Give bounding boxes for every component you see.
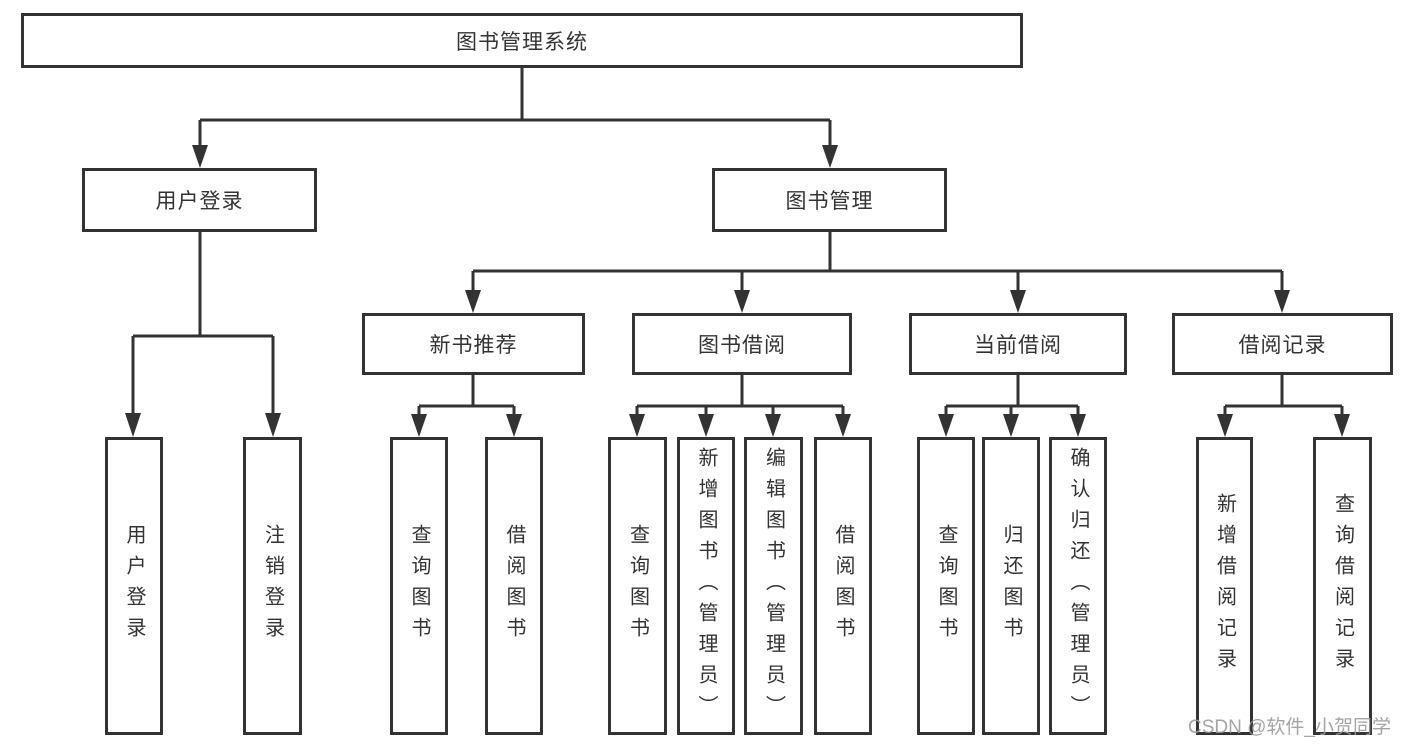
leaf-borrow-books-recommend: 借阅图书 xyxy=(485,437,543,735)
node-borrow-records: 借阅记录 xyxy=(1172,313,1393,375)
leaf-logout: 注销登录 xyxy=(243,437,302,735)
leaf-confirm-return-admin: 确认归还（管理员） xyxy=(1049,437,1107,735)
node-current-borrow: 当前借阅 xyxy=(909,313,1127,375)
node-book-borrow: 图书借阅 xyxy=(632,313,852,375)
leaf-borrow-books-borrow: 借阅图书 xyxy=(814,437,872,735)
leaf-return-books: 归还图书 xyxy=(982,437,1040,735)
leaf-query-borrow-record: 查询借阅记录 xyxy=(1313,437,1372,735)
leaf-edit-books-admin: 编辑图书（管理员） xyxy=(744,437,803,735)
node-new-book-recommend: 新书推荐 xyxy=(362,313,585,375)
leaf-query-books-recommend: 查询图书 xyxy=(390,437,448,735)
leaf-query-books-current: 查询图书 xyxy=(917,437,975,735)
node-book-management: 图书管理 xyxy=(712,168,947,232)
leaf-add-books-admin: 新增图书（管理员） xyxy=(677,437,735,735)
leaf-query-books-borrow: 查询图书 xyxy=(608,437,667,735)
leaf-user-login: 用户登录 xyxy=(105,437,163,735)
leaf-add-borrow-record: 新增借阅记录 xyxy=(1196,437,1253,735)
node-root: 图书管理系统 xyxy=(21,13,1023,68)
csdn-watermark: CSDN @软件_小贺同学 xyxy=(1188,717,1391,738)
connector-paths xyxy=(131,68,1344,417)
arrowheads xyxy=(125,145,1350,437)
node-user-login: 用户登录 xyxy=(82,168,317,232)
